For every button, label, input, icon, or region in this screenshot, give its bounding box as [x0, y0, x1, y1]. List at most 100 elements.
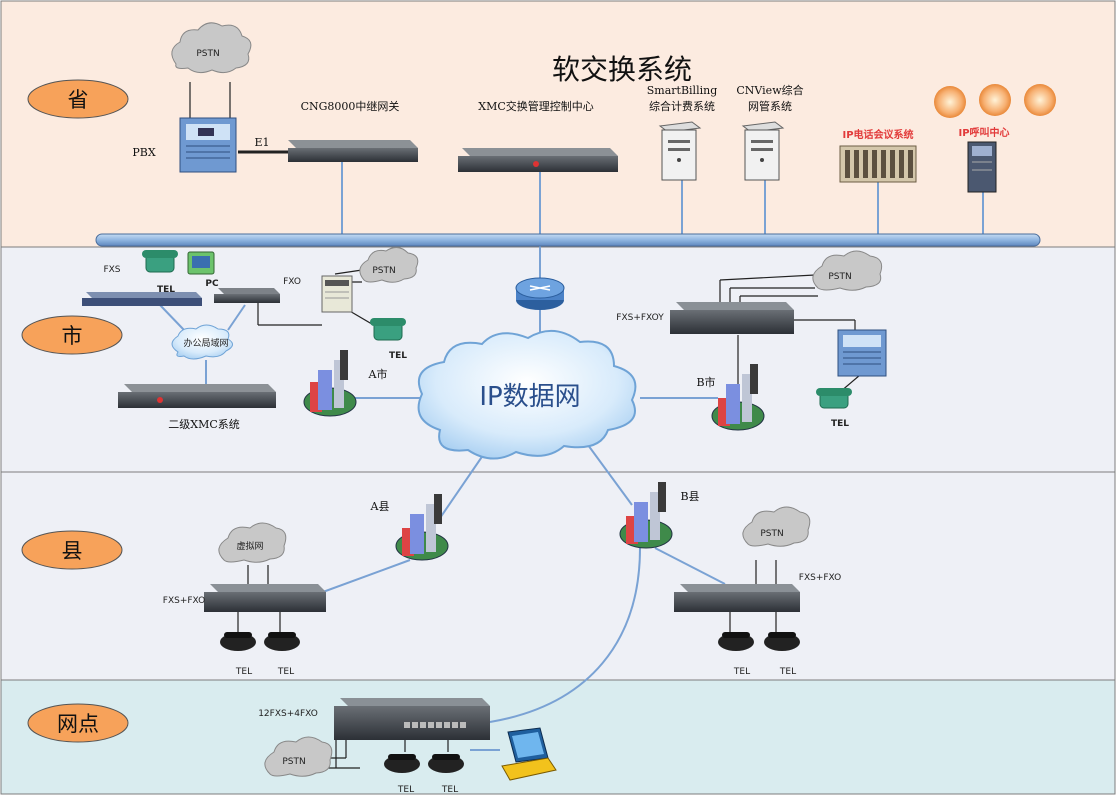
e1-label: E1	[254, 136, 269, 149]
city-a-building-icon: A市	[303, 350, 388, 417]
pstn-label: PSTN	[760, 529, 783, 539]
fxs-fxo-label: FXS+FXO	[163, 596, 205, 606]
desk-phone-icon	[264, 632, 300, 651]
nms-label-1: CNView综合	[736, 83, 803, 97]
outlet-gateway-device: 12FXS+4FXO	[258, 698, 490, 740]
billing-label-2: 综合计费系统	[649, 99, 715, 113]
desk-phone-icon	[384, 754, 420, 773]
desk-phones-county-b: TEL TEL	[718, 632, 800, 677]
tel-label: TEL	[441, 785, 458, 795]
telephone-icon: TEL	[816, 388, 852, 429]
county-band	[0, 471, 1116, 681]
laptop-icon	[501, 727, 557, 781]
agent-smiley-icon	[979, 84, 1011, 116]
tel-label: TEL	[733, 667, 750, 677]
county-b-building-icon: B县	[619, 482, 700, 549]
fxs-label: FXS	[103, 265, 120, 275]
agent-smiley-icons	[934, 84, 1056, 118]
fxs-device-city: FXS	[82, 265, 202, 306]
outlet-device-label: 12FXS+4FXO	[258, 709, 318, 719]
fxs-fxo-device-county-b: FXS+FXO	[674, 573, 841, 612]
pstn-label: PSTN	[196, 49, 219, 59]
diagram-title: 软交换系统	[552, 53, 692, 86]
pstn-cloud-province: PSTN	[171, 22, 252, 74]
desk-phone-icon	[764, 632, 800, 651]
ip-data-network-cloud: IP数据网	[417, 330, 637, 460]
tel-label: TEL	[389, 351, 407, 361]
conference-label: IP电话会议系统	[842, 128, 913, 141]
county-a-building-icon: A县	[370, 494, 449, 561]
tier-label-outlet: 网点	[57, 712, 99, 736]
pbx-server: PBX	[132, 117, 237, 173]
tel-label: TEL	[277, 667, 294, 677]
desk-phone-icon	[220, 632, 256, 651]
xmc2-label: 二级XMC系统	[168, 418, 240, 431]
fxo-label: FXO	[283, 277, 301, 287]
office-lan-label: 办公局域网	[183, 337, 228, 349]
pc-label: PC	[205, 279, 219, 289]
gateway-label: CNG8000中继网关	[301, 99, 400, 113]
telephone-icon: TEL	[142, 250, 178, 295]
outlet-band	[0, 679, 1116, 795]
province-band	[0, 0, 1116, 248]
pbx-switch-city	[321, 275, 353, 313]
router-icon	[515, 277, 565, 310]
tier-label-province: 省	[68, 88, 89, 112]
tel-label: TEL	[235, 667, 252, 677]
county-b-label: B县	[680, 490, 699, 503]
fxs-fxo-device-city-b: FXS+FXOY	[616, 302, 794, 334]
pstn-label: PSTN	[372, 266, 395, 276]
billing-server: SmartBilling 综合计费系统	[647, 84, 718, 181]
fxs-fxo-label: FXS+FXO	[799, 573, 841, 583]
billing-label-1: SmartBilling	[647, 84, 718, 97]
city-b-building-icon: B市	[696, 364, 765, 431]
tier-badge-county: 县	[21, 530, 123, 570]
tier-label-county: 县	[62, 539, 83, 563]
pstn-cloud-city-b: PSTN	[812, 250, 883, 291]
pc-icon: PC	[187, 251, 219, 289]
desk-phone-icon	[718, 632, 754, 651]
nms-label-2: 网管系统	[748, 99, 792, 113]
backbone-bus	[95, 233, 1041, 247]
agent-smiley-icon	[934, 86, 966, 118]
ip-network-label: IP数据网	[479, 382, 580, 412]
pbx-label: PBX	[132, 146, 155, 159]
tel-label: TEL	[831, 419, 849, 429]
city-b-label: B市	[696, 375, 715, 389]
wired-connections	[189, 82, 861, 769]
pstn-cloud-city-a: PSTN	[359, 247, 419, 283]
desk-phone-icon	[428, 754, 464, 773]
pstn-label: PSTN	[282, 757, 305, 767]
office-lan-cloud: 办公局域网	[171, 324, 233, 360]
pstn-cloud-county-b: PSTN	[742, 506, 811, 547]
city-a-label: A市	[368, 367, 388, 381]
tel-label: TEL	[779, 667, 796, 677]
tier-badge-outlet: 网点	[27, 703, 129, 743]
county-a-label: A县	[370, 500, 390, 513]
tel-label: TEL	[397, 785, 414, 795]
virtual-network-cloud: 虚拟网	[218, 522, 287, 563]
fxs-fxo-device-county-a: FXS+FXO	[163, 584, 326, 612]
tier-badge-province: 省	[27, 79, 129, 119]
trunk-gateway-device: CNG8000中继网关	[288, 99, 418, 162]
xmc-label: XMC交换管理控制中心	[478, 99, 594, 113]
tier-label-city: 市	[62, 324, 83, 348]
telephone-icon: TEL	[370, 318, 407, 361]
tel-label: TEL	[157, 285, 175, 295]
agent-smiley-icon	[1024, 84, 1056, 116]
ip-conference-system-device: IP电话会议系统	[839, 128, 917, 183]
xmc-control-center-device: XMC交换管理控制中心	[458, 99, 618, 172]
pbx-server-city-b	[837, 329, 887, 377]
nms-server: CNView综合 网管系统	[736, 83, 804, 181]
desk-phones-outlet: TEL TEL	[384, 754, 464, 795]
virtual-network-label: 虚拟网	[236, 540, 263, 552]
pstn-label: PSTN	[828, 272, 851, 282]
fxo-device-city: FXO	[214, 277, 301, 303]
call-center-label: IP呼叫中心	[958, 126, 1009, 139]
pstn-cloud-outlet: PSTN	[264, 736, 333, 777]
ip-call-center-device: IP呼叫中心	[958, 126, 1010, 193]
secondary-xmc-device: 二级XMC系统	[118, 384, 276, 431]
tier-badge-city: 市	[21, 315, 123, 355]
desk-phones-county-a: TEL TEL	[220, 632, 300, 677]
